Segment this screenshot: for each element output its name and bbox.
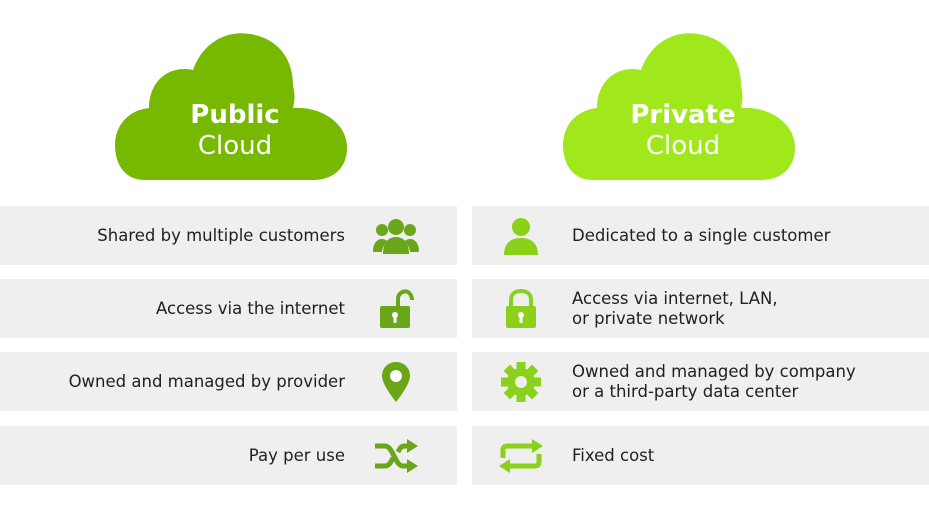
public-row-label: Pay per use: [248, 445, 345, 465]
location-pin-icon: [373, 359, 419, 405]
locked-padlock-icon: [498, 286, 544, 332]
private-row-label: Fixed cost: [572, 445, 655, 465]
public-cloud-graphic: Public Cloud: [115, 30, 355, 185]
public-row-ownership: Owned and managed by provider: [0, 352, 457, 411]
private-cloud-title-line2: Cloud: [645, 131, 721, 161]
public-row-label: Shared by multiple customers: [97, 225, 345, 245]
public-row-pricing: Pay per use: [0, 426, 457, 485]
private-row-access: Access via internet, LAN, or private net…: [472, 279, 929, 338]
private-cloud-shape: [563, 33, 795, 180]
unlocked-padlock-icon: [373, 286, 419, 332]
private-row-label: Dedicated to a single customer: [572, 225, 831, 245]
private-row-pricing: Fixed cost: [472, 426, 929, 485]
private-cloud-title-line1: Private: [630, 100, 736, 130]
private-row-label: Access via internet, LAN, or private net…: [572, 288, 778, 328]
repeat-arrows-icon: [498, 433, 544, 479]
group-users-icon: [373, 213, 419, 259]
private-row-label: Owned and managed by company or a third-…: [572, 361, 856, 401]
private-cloud-title: Private Cloud: [563, 100, 803, 162]
gear-icon: [498, 359, 544, 405]
public-row-access: Access via the internet: [0, 279, 457, 338]
public-row-label: Access via the internet: [156, 298, 345, 318]
public-cloud-shape: [115, 33, 347, 180]
public-cloud-title-line2: Cloud: [197, 131, 273, 161]
public-cloud-title-line1: Public: [190, 100, 280, 130]
single-user-icon: [498, 213, 544, 259]
shuffle-arrows-icon: [373, 433, 419, 479]
private-cloud-graphic: Private Cloud: [563, 30, 803, 185]
private-row-ownership: Owned and managed by company or a third-…: [472, 352, 929, 411]
public-row-label: Owned and managed by provider: [68, 371, 345, 391]
public-cloud-title: Public Cloud: [115, 100, 355, 162]
private-row-dedicated: Dedicated to a single customer: [472, 206, 929, 265]
public-row-shared: Shared by multiple customers: [0, 206, 457, 265]
